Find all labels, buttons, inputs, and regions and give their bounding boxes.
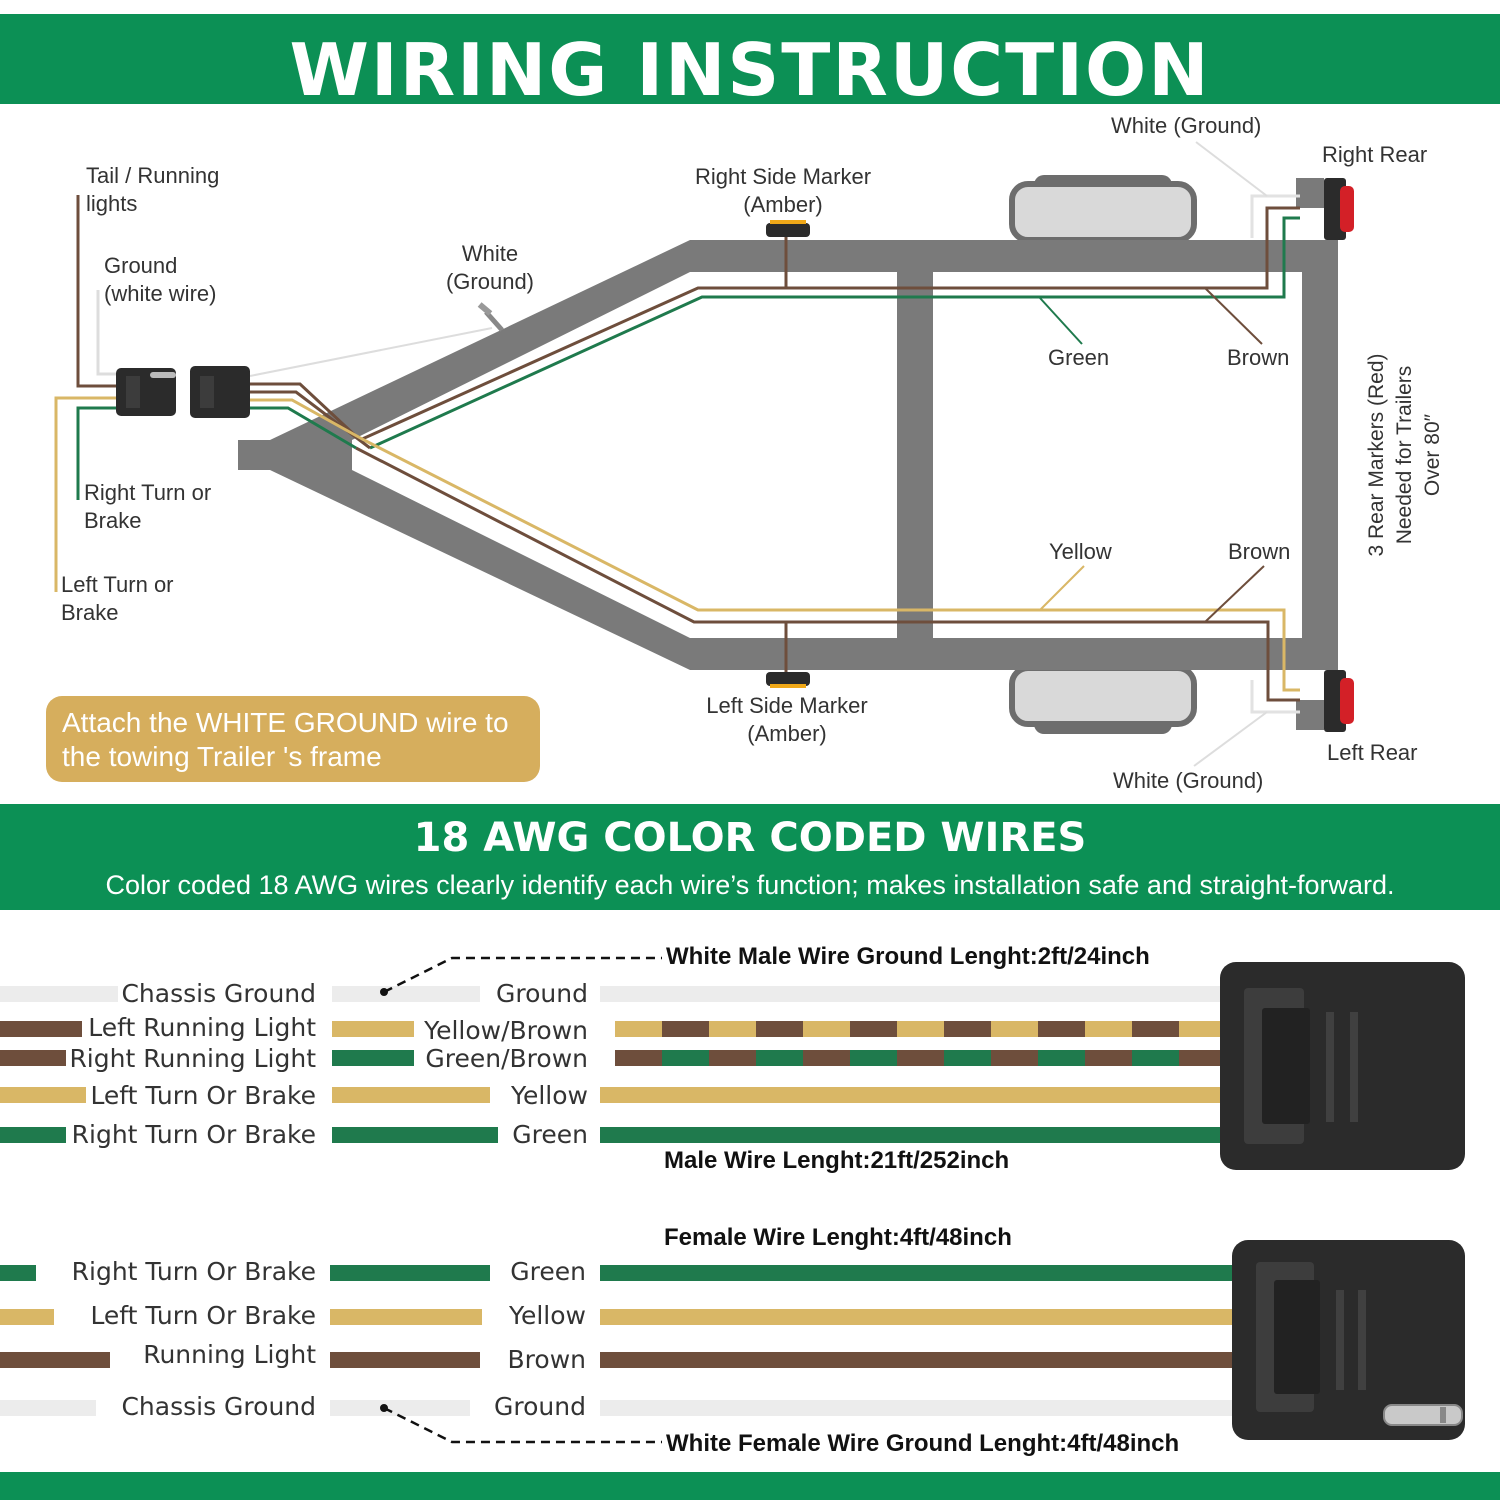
right-side-marker-light	[766, 220, 810, 237]
attach-ground-note: Attach the WHITE GROUND wire to the towi…	[46, 696, 540, 782]
white-ground-top-label: White (Ground)	[1111, 113, 1262, 138]
bottom-wheel	[1009, 665, 1197, 734]
white-ground-bottom-label: White (Ground)	[1113, 768, 1264, 793]
brown-top-wire-label: Brown	[1227, 345, 1290, 370]
right-turn-label: Right Turn or Brake	[84, 480, 212, 533]
male-wire-length-label: Male Wire Lenght:21ft/252inch	[664, 1147, 1010, 1174]
white-ground-center-label: White (Ground)	[445, 241, 535, 294]
trailer-frame	[238, 178, 1338, 730]
male-plug	[116, 368, 176, 416]
ground-white-wire-label: Ground (white wire)	[104, 253, 217, 306]
male-function-label: Right Turn Or Brake	[71, 1120, 316, 1149]
male-function-label: Left Running Light	[88, 1013, 316, 1042]
page-title: WIRING INSTRUCTION	[289, 28, 1211, 112]
section-subtitle: Color coded 18 AWG wires clearly identif…	[105, 870, 1395, 900]
female-color-label: Brown	[507, 1345, 586, 1374]
rear-markers-note: 3 Rear Markers (Red) Needed for Trailers…	[1365, 353, 1444, 557]
male-color-label: Yellow	[511, 1081, 588, 1110]
title-banner: WIRING INSTRUCTION	[0, 14, 1500, 112]
bottom-band	[0, 1472, 1500, 1500]
left-side-marker-label: Left Side Marker (Amber)	[706, 693, 868, 746]
left-rear-light	[1324, 670, 1354, 732]
left-rear-label: Left Rear	[1327, 740, 1418, 765]
green-wire-label: Green	[1048, 345, 1110, 370]
female-connector	[1232, 1240, 1465, 1440]
right-side-marker-label: Right Side Marker (Amber)	[694, 164, 872, 217]
right-rear-light	[1324, 178, 1354, 240]
female-function-label: Right Turn Or Brake	[71, 1257, 316, 1286]
female-ground-length-label: White Female Wire Ground Lenght:4ft/48in…	[666, 1430, 1180, 1457]
male-color-label: Green	[512, 1120, 588, 1149]
female-color-label: Yellow	[509, 1301, 586, 1330]
tail-running-label: Tail / Running lights	[86, 163, 220, 216]
section-banner: 18 AWG COLOR CODED WIRES Color coded 18 …	[0, 804, 1500, 910]
female-color-label: Green	[510, 1257, 586, 1286]
male-ground-length-label: White Male Wire Ground Lenght:2ft/24inch	[666, 943, 1150, 970]
trailer-wiring	[249, 141, 1300, 767]
plug-wiring	[54, 195, 371, 592]
female-function-label: Left Turn Or Brake	[90, 1301, 316, 1330]
yellow-wire-label: Yellow	[1049, 539, 1112, 564]
section-heading: 18 AWG COLOR CODED WIRES	[413, 815, 1087, 861]
male-color-label: Ground	[496, 979, 588, 1008]
male-color-label: Green/Brown	[425, 1044, 588, 1073]
male-wire-bars	[0, 986, 1225, 1143]
brown-bottom-wire-label: Brown	[1228, 539, 1291, 564]
female-plug	[190, 366, 250, 418]
left-turn-label: Left Turn or Brake	[61, 572, 174, 625]
female-wire-bars	[0, 1265, 1240, 1416]
male-function-label: Left Turn Or Brake	[90, 1081, 316, 1110]
female-function-label: Running Light	[143, 1340, 316, 1369]
top-wheel	[1009, 175, 1197, 243]
male-connector	[1220, 962, 1465, 1170]
female-wire-length-label: Female Wire Lenght:4ft/48inch	[664, 1224, 1012, 1251]
male-function-label: Right Running Light	[69, 1044, 316, 1073]
male-color-label: Yellow/Brown	[424, 1016, 588, 1045]
male-function-label: Chassis Ground	[121, 979, 316, 1008]
female-color-label: Ground	[494, 1392, 586, 1421]
left-side-marker-light	[766, 672, 810, 688]
ground-callouts	[383, 956, 662, 1444]
ground-screw-icon	[477, 302, 504, 332]
right-rear-label: Right Rear	[1322, 142, 1428, 167]
female-function-label: Chassis Ground	[121, 1392, 316, 1421]
